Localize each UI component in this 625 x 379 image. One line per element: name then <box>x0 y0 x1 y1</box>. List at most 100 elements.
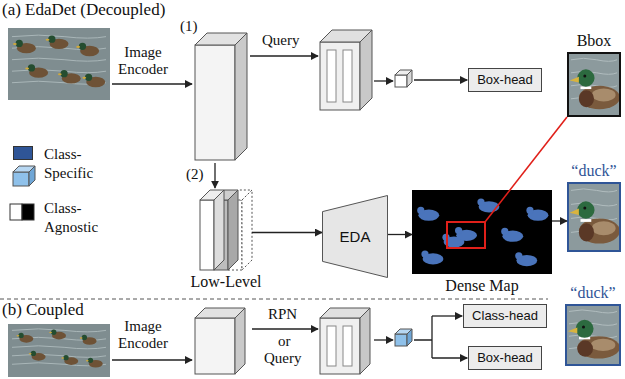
label-holder: Image Encoder <box>112 318 174 352</box>
legend-text: Class- Agnostic <box>44 199 108 237</box>
cube-front <box>395 334 407 346</box>
trapezoid-shape <box>323 196 388 278</box>
query-slot <box>327 326 336 366</box>
cube-side <box>407 70 412 87</box>
process-box: Box-head <box>468 346 542 370</box>
label-holder: Query <box>262 32 300 49</box>
box-highlight <box>447 222 485 248</box>
duck-eye <box>583 206 586 209</box>
duck-bill <box>568 328 578 334</box>
duck-breast <box>577 341 593 357</box>
duck-bill <box>49 332 52 334</box>
feature-cube <box>195 33 247 160</box>
duck-wing <box>591 339 616 351</box>
cube-front <box>320 318 360 374</box>
duck-head <box>48 36 55 43</box>
node-text: Low-Level <box>190 273 261 291</box>
duck-head <box>31 351 36 356</box>
duck-bill <box>46 39 50 41</box>
water-ripple <box>12 346 106 349</box>
cube-front <box>13 172 29 186</box>
duck-bill <box>76 46 80 48</box>
water-ripple <box>569 310 617 313</box>
text-label: or <box>278 333 291 350</box>
feature-cube <box>195 308 245 374</box>
flow-arrow <box>432 357 467 358</box>
duck-head <box>576 320 594 338</box>
node-text: Class-head <box>472 308 538 324</box>
label-holder: (b) Coupled <box>2 300 84 319</box>
cube-side <box>235 33 247 160</box>
duck-head <box>60 70 67 77</box>
duck-bill <box>570 209 579 215</box>
cube-side <box>228 190 238 270</box>
dense-map <box>412 190 552 274</box>
connector-arrow <box>388 234 412 235</box>
duck-collar <box>581 86 592 89</box>
duck-head <box>85 74 92 81</box>
node-text: Box-head <box>477 72 533 88</box>
duck-wing <box>592 88 616 101</box>
image-panel: Bbox <box>567 52 621 117</box>
duck-mask <box>455 227 462 234</box>
water-ripple <box>571 58 617 61</box>
duck-bill <box>570 77 579 83</box>
duck-head <box>63 355 68 360</box>
image-border <box>568 53 620 116</box>
duck-head <box>51 330 56 335</box>
text-label: (a) EdaDet (Decoupled) <box>2 0 165 19</box>
duck-mask <box>526 207 533 214</box>
cube-side <box>214 190 224 270</box>
duck-body <box>579 86 620 109</box>
duck-bill <box>29 353 32 355</box>
duck-head <box>577 69 594 86</box>
label-holder: (2) <box>186 166 204 183</box>
cube-side <box>29 166 35 186</box>
duck-crop <box>565 304 621 366</box>
flow-arrow <box>214 163 215 188</box>
image-panel: Dense Map <box>412 190 552 274</box>
query-slot <box>327 50 336 102</box>
duck-head <box>88 358 93 363</box>
flow-arrow <box>414 79 467 80</box>
image-panel: “duck” <box>567 182 621 252</box>
duck-body <box>579 218 620 243</box>
text-label: (1) <box>180 18 198 35</box>
connector-arrow <box>552 220 567 221</box>
cube-front <box>195 45 235 160</box>
legend-text: Class- Specific <box>44 145 108 183</box>
query-slot <box>343 50 352 102</box>
legend-entry: Class- Agnostic <box>44 199 108 237</box>
flow-arrow <box>432 315 462 316</box>
duck-bill <box>25 67 29 69</box>
query-cube <box>320 308 370 374</box>
text-label: RPN <box>268 306 297 323</box>
feature-slab <box>214 190 238 270</box>
image-panel: Low-Level <box>200 190 252 270</box>
legend-cube <box>13 166 35 186</box>
query-cube <box>320 30 372 110</box>
duck-bill <box>13 43 17 45</box>
cube-side <box>407 329 412 346</box>
water <box>567 182 621 252</box>
duck-head <box>79 43 86 50</box>
branch-wire <box>414 316 432 358</box>
node-text: “duck” <box>571 162 616 180</box>
cube-side <box>360 308 370 374</box>
duck-breast <box>579 223 594 241</box>
water <box>8 28 110 100</box>
duck-crop <box>567 182 621 252</box>
duck-photo <box>8 28 110 100</box>
text-label: Query <box>262 32 300 49</box>
flow-arrow <box>374 80 393 81</box>
cube-side <box>360 30 372 110</box>
water-ripple <box>571 203 617 206</box>
duck-mask <box>501 228 508 235</box>
image-border <box>566 305 620 365</box>
cube-front <box>200 200 214 270</box>
cube-side <box>242 190 252 270</box>
water-ripple <box>12 329 106 332</box>
cube-front <box>320 42 360 110</box>
flow-arrow <box>252 328 318 329</box>
